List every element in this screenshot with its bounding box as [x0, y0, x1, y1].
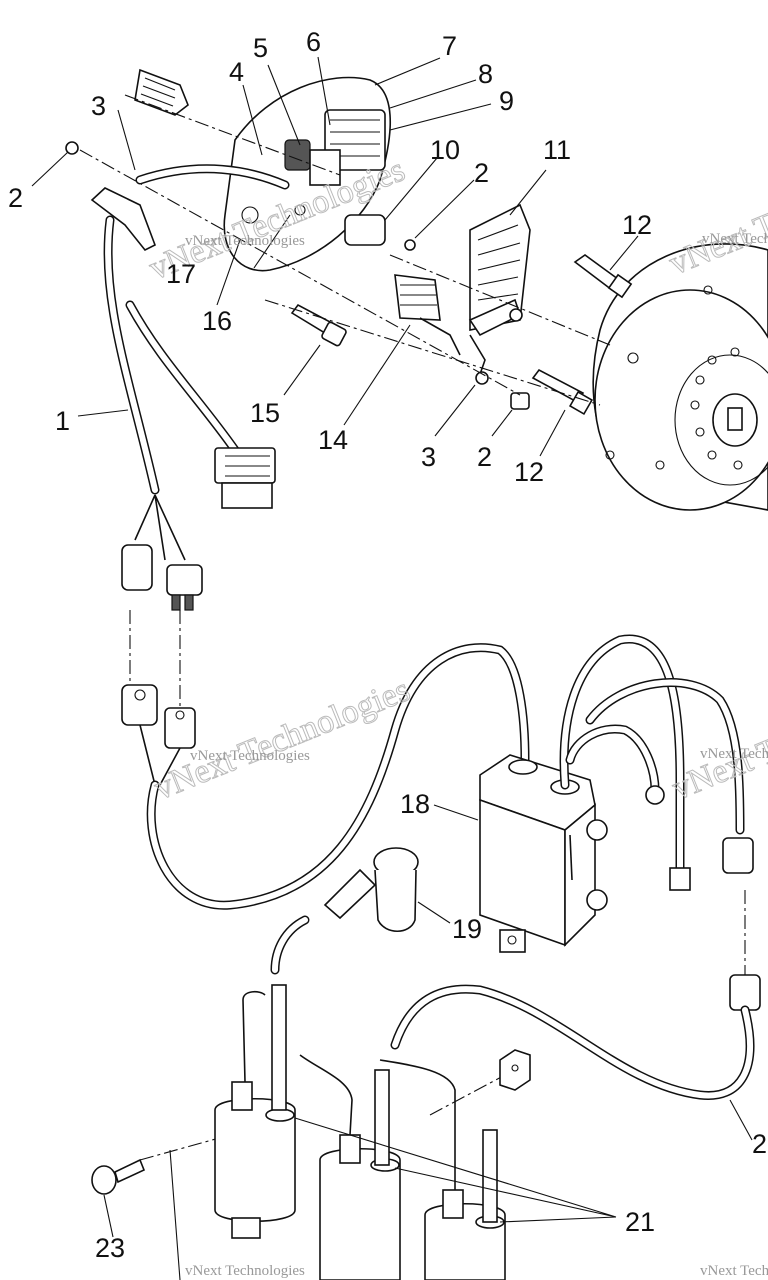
watermark-text: vNext Technologies — [700, 746, 768, 762]
wire-harness — [103, 164, 290, 561]
stator-assembly — [223, 76, 392, 272]
callout-4: 4 — [229, 57, 244, 87]
callout-3: 3 — [91, 91, 106, 121]
callout-14: 14 — [318, 425, 348, 455]
cdi-harness — [146, 643, 530, 910]
callout-2: 2 — [477, 442, 492, 472]
callout-21: 21 — [625, 1207, 655, 1237]
small-bracket — [499, 1049, 531, 1091]
multi-pin-connector — [214, 447, 276, 509]
callout-7: 7 — [442, 31, 457, 61]
callout-2: 2 — [752, 1129, 767, 1159]
exciter-coil — [394, 274, 461, 356]
callout-5: 5 — [253, 33, 268, 63]
screw-12-lower — [531, 368, 594, 416]
callout-6: 6 — [306, 27, 321, 57]
callout-17: 17 — [166, 259, 196, 289]
watermark-text: vNext Technologies — [702, 231, 768, 247]
callout-18: 18 — [400, 789, 430, 819]
screw-12-upper — [573, 254, 633, 299]
bullet-connectors-lower — [121, 684, 196, 786]
callout-19: 19 — [452, 914, 482, 944]
lighting-coil — [468, 203, 531, 385]
callout-16: 16 — [202, 306, 232, 336]
grommet — [134, 68, 189, 116]
callout-11: 11 — [543, 135, 571, 165]
callout-10: 10 — [430, 135, 460, 165]
callout-1: 1 — [55, 406, 70, 436]
wire-clamp — [90, 187, 157, 252]
cdi-module — [479, 754, 608, 953]
watermark-text: vNext Technologies — [185, 1263, 305, 1279]
callout-9: 9 — [499, 86, 514, 116]
spark-plug-cap — [270, 847, 419, 975]
watermark-text: vNext Technologies — [700, 1263, 768, 1279]
callout-12: 12 — [514, 457, 544, 487]
callout-labels: 1 2 2 2 2 3 3 4 5 6 7 8 9 10 11 12 12 14… — [8, 27, 767, 1263]
ignition-coil-1 — [214, 984, 296, 1239]
bullet-connectors-upper — [121, 544, 203, 611]
callout-15: 15 — [250, 398, 280, 428]
screw-2-mid — [404, 239, 416, 251]
screw-2-lower — [510, 392, 530, 410]
callout-8: 8 — [478, 59, 493, 89]
bolt-23 — [91, 1158, 146, 1195]
ignition-coil-2 — [299, 1054, 401, 1280]
watermark-text: vNext Technologies — [190, 748, 310, 764]
cdi-output-wires — [390, 634, 761, 1101]
callout-3: 3 — [421, 442, 436, 472]
callout-23: 23 — [95, 1233, 125, 1263]
flywheel — [592, 243, 768, 511]
leader-lines — [31, 56, 753, 1280]
callout-12: 12 — [622, 210, 652, 240]
callout-2: 2 — [474, 158, 489, 188]
screw-2-upper — [65, 141, 79, 155]
watermark-text: vNext Technologies — [185, 233, 305, 249]
callout-2: 2 — [8, 183, 23, 213]
